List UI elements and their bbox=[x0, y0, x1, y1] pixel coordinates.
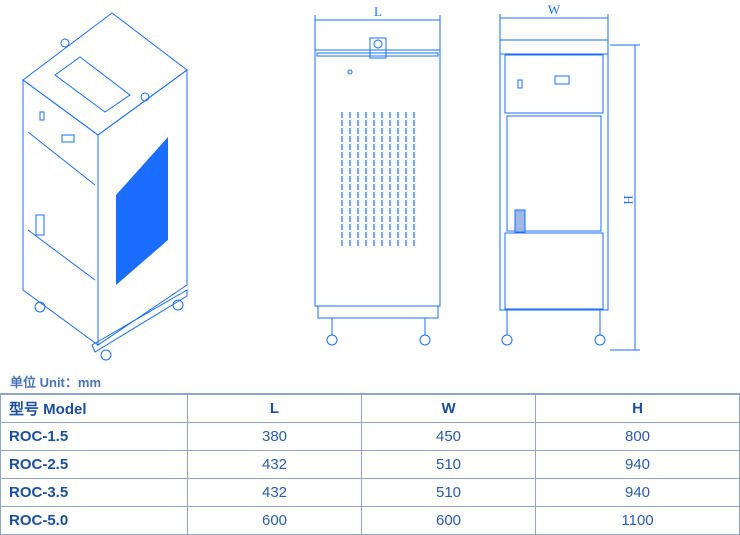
l-cell: 380 bbox=[186, 422, 363, 451]
l-cell: 432 bbox=[186, 450, 363, 479]
l-cell: 600 bbox=[186, 506, 363, 535]
table-row: ROC-3.5 432 510 940 bbox=[0, 478, 740, 507]
dimension-drawings: L W H bbox=[22, 2, 640, 361]
header-L: L bbox=[186, 393, 363, 423]
table-row: ROC-5.0 600 600 1100 bbox=[0, 506, 740, 535]
h-cell: 940 bbox=[535, 478, 740, 507]
header-model: 型号 Model bbox=[0, 393, 188, 423]
unit-label: 单位 Unit：mm bbox=[10, 375, 102, 390]
header-W: W bbox=[361, 393, 537, 423]
w-cell: 600 bbox=[361, 506, 537, 535]
dimensions-table: 型号 Model L W H ROC-1.5 380 450 800 ROC-2… bbox=[0, 393, 740, 535]
model-cell: ROC-3.5 bbox=[0, 478, 188, 507]
model-cell: ROC-2.5 bbox=[0, 450, 188, 479]
h-cell: 940 bbox=[535, 450, 740, 479]
table-header-row: 型号 Model L W H bbox=[0, 393, 740, 423]
table-row: ROC-2.5 432 510 940 bbox=[0, 450, 740, 479]
l-cell: 432 bbox=[186, 478, 363, 507]
w-cell: 510 bbox=[361, 478, 537, 507]
header-H: H bbox=[535, 393, 740, 423]
h-cell: 800 bbox=[535, 422, 740, 451]
w-cell: 510 bbox=[361, 450, 537, 479]
model-cell: ROC-5.0 bbox=[0, 506, 188, 535]
side-view bbox=[499, 14, 640, 351]
h-cell: 1100 bbox=[535, 506, 740, 535]
dim-label-W: W bbox=[548, 2, 561, 17]
isometric-view bbox=[22, 12, 188, 361]
front-view bbox=[314, 15, 441, 346]
model-cell: ROC-1.5 bbox=[0, 422, 188, 451]
w-cell: 450 bbox=[361, 422, 537, 451]
dim-label-L: L bbox=[374, 4, 382, 19]
dim-label-H: H bbox=[621, 195, 636, 204]
table-row: ROC-1.5 380 450 800 bbox=[0, 422, 740, 451]
